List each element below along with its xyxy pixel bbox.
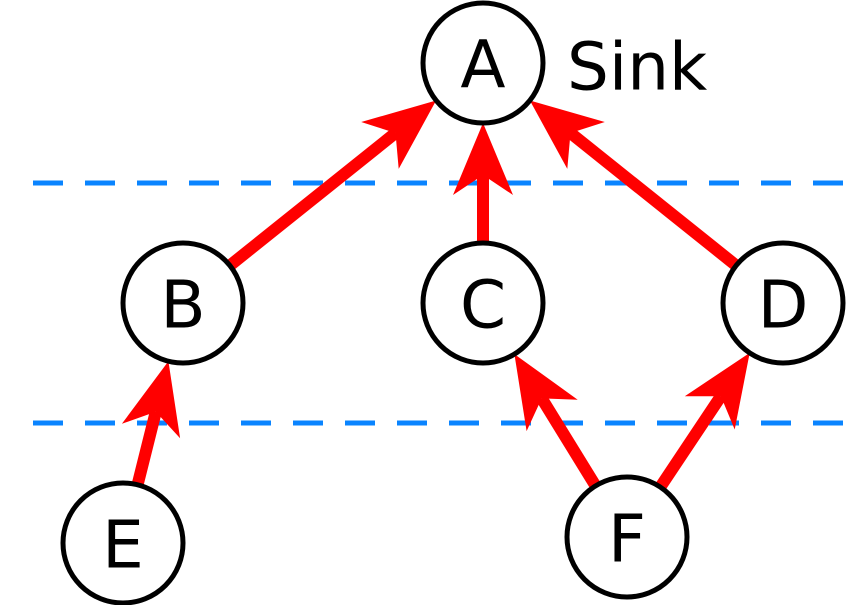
node-label: E [102,507,144,584]
arrowhead [453,123,513,195]
edge-e-b [121,361,181,487]
edge-d-a [529,100,740,271]
arrowhead [514,354,578,432]
arrowhead [684,352,750,430]
edge-f-d [655,352,750,491]
node-circle [120,240,246,366]
node-circle [420,0,546,126]
node-label: A [460,27,505,104]
sink-label: Sink [567,29,708,106]
node-a: A [420,0,546,126]
node-circle [420,240,546,366]
node-d: D [720,240,846,366]
arrowhead [361,100,437,169]
node-circle [60,480,186,605]
node-label: D [758,267,809,344]
arrowhead [529,100,605,169]
node-circle [720,240,846,366]
node-label: C [460,267,506,344]
node-c: C [420,240,546,366]
layer-dividers [33,180,846,426]
edge-f-c [514,354,601,490]
edge-line [536,395,601,490]
edge-c-a [453,123,513,243]
edge-line [566,128,740,271]
edge-b-a [226,100,437,271]
node-f: F [564,474,690,600]
edge-line [131,410,162,487]
edges [121,100,750,491]
edge-line [226,128,400,271]
node-e: E [60,480,186,605]
node-b: B [120,240,246,366]
arrowhead [121,361,181,439]
nodes: A B C D E F [60,0,846,605]
node-circle [564,474,690,600]
edge-line [655,392,726,491]
node-label: B [160,267,205,344]
node-label: F [608,501,646,578]
